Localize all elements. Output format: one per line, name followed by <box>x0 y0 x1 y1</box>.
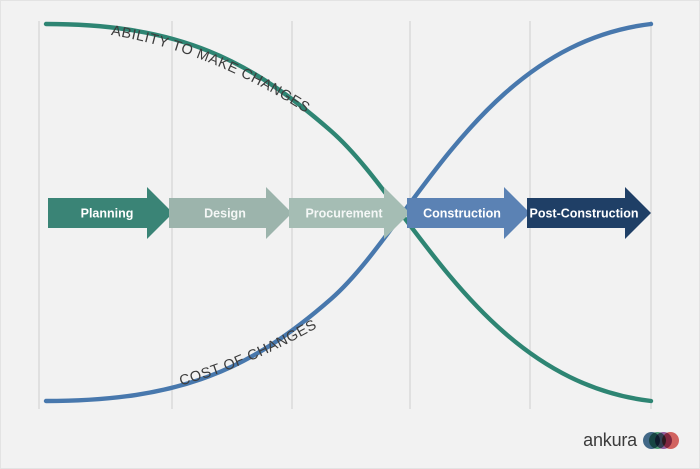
phase-arrow-planning-shape[interactable] <box>48 187 173 239</box>
phase-arrow-design-shape[interactable] <box>169 187 292 239</box>
phase-arrow-construction-shape[interactable] <box>407 187 530 239</box>
curve-ability-to-make-changes <box>43 21 654 404</box>
ankura-logo: ankura <box>583 430 679 451</box>
curve-label-ability: ABILITY TO MAKE CHANGES <box>110 23 313 117</box>
phase-arrow-post-construction-shape[interactable] <box>527 187 651 239</box>
phase-label-procurement: Procurement <box>305 206 383 220</box>
phase-arrow-planning[interactable]: Planning <box>48 187 173 239</box>
phase-label-post-construction: Post-Construction <box>529 206 638 220</box>
phase-arrow-design[interactable]: Design <box>169 187 292 239</box>
phase-label-construction: Construction <box>423 206 501 220</box>
logo-mark-icon <box>643 432 679 449</box>
phase-label-planning: Planning <box>81 206 134 220</box>
phase-arrow-procurement[interactable]: Procurement <box>289 187 410 239</box>
logo-wordmark: ankura <box>583 430 637 450</box>
phase-arrow-post-construction[interactable]: Post-Construction <box>527 187 651 239</box>
curve-cost-of-changes <box>43 21 654 404</box>
phase-label-design: Design <box>204 206 246 220</box>
phase-arrow-construction[interactable]: Construction <box>407 187 530 239</box>
curve-label-cost: COST OF CHANGES <box>178 317 320 390</box>
phase-arrow-procurement-shape[interactable] <box>289 187 410 239</box>
